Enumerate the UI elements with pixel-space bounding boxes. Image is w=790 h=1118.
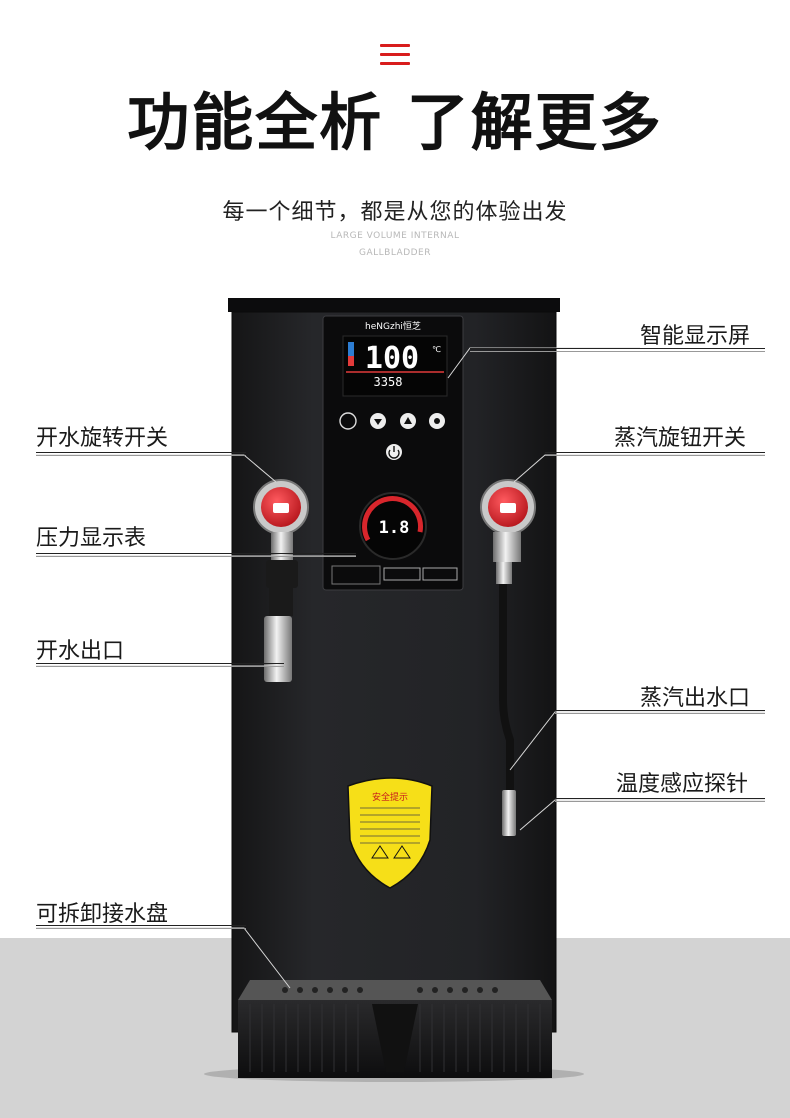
callout-steam-outlet: 蒸汽出水口 — [640, 686, 751, 711]
hamburger-icon[interactable] — [380, 44, 410, 66]
callout-underline — [36, 663, 284, 664]
svg-text:℃: ℃ — [432, 345, 441, 354]
callout-display-screen: 智能显示屏 — [640, 324, 751, 349]
water-outlet-nozzle — [264, 616, 292, 682]
hot-water-warning — [383, 567, 421, 581]
svg-text:100: 100 — [365, 341, 419, 376]
callout-underline — [470, 351, 765, 352]
english-caption-line1: LARGE VOLUME INTERNAL — [330, 231, 460, 241]
callout-underline — [555, 801, 765, 802]
page-subtitle: 每一个细节，都是从您的体验出发 — [222, 200, 568, 225]
callout-underline — [36, 666, 284, 667]
callout-steam-knob: 蒸汽旋钮开关 — [614, 426, 747, 451]
callout-underline — [36, 452, 246, 453]
brand-logo: heNGzhi恒芝 — [365, 320, 421, 332]
callout-underline — [36, 556, 356, 557]
callout-underline — [555, 713, 765, 714]
callout-drip-tray: 可拆卸接水盘 — [36, 902, 169, 927]
digital-display — [342, 335, 448, 397]
drip-tray-top — [238, 980, 552, 1000]
callout-underline — [36, 455, 246, 456]
callout-underline — [36, 925, 246, 926]
machine-lid — [228, 298, 560, 312]
temperature-probe — [502, 790, 516, 836]
callout-water-knob: 开水旋转开关 — [36, 426, 169, 451]
page-title: 功能全析 了解更多 — [127, 86, 663, 159]
callout-underline — [36, 553, 356, 554]
clock-button — [339, 412, 357, 430]
svg-text:1.8: 1.8 — [379, 518, 410, 538]
callout-temperature-probe: 温度感应探针 — [616, 772, 749, 797]
callout-underline — [545, 455, 765, 456]
warning-shield-sticker — [347, 777, 433, 889]
callout-pressure-gauge: 压力显示表 — [36, 526, 147, 551]
callout-underline — [36, 928, 246, 929]
english-caption-line2: GALLBLADDER — [358, 248, 431, 258]
callout-underline — [470, 348, 765, 349]
callout-underline — [545, 452, 765, 453]
steam-wand — [499, 584, 514, 790]
callout-underline — [555, 798, 765, 799]
scald-warning — [422, 567, 458, 581]
callout-underline — [555, 710, 765, 711]
callout-water-outlet: 开水出口 — [36, 639, 125, 664]
safety-prompt — [331, 565, 381, 585]
pressure-gauge — [359, 492, 427, 560]
svg-text:3358: 3358 — [374, 375, 403, 389]
svg-text:安全提示: 安全提示 — [372, 791, 408, 803]
